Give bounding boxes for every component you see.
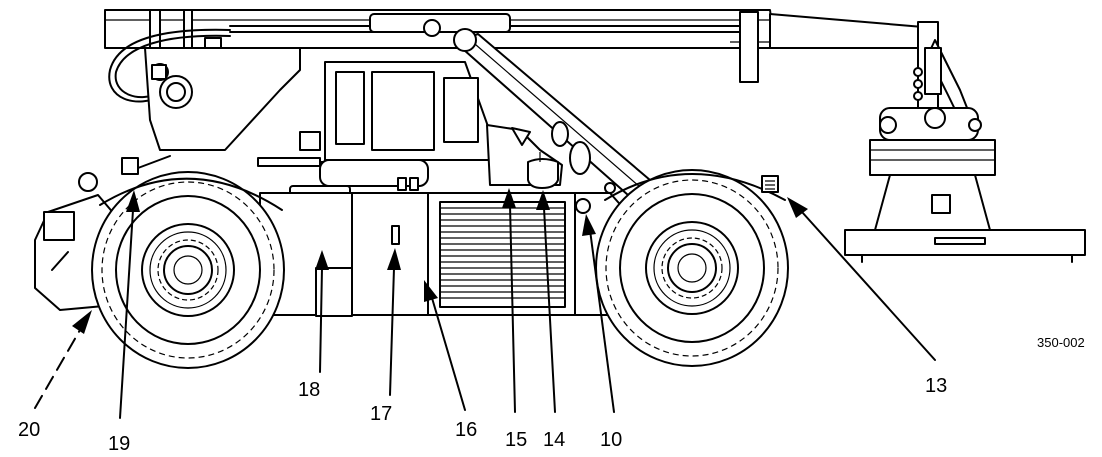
- leader-lines: [34, 188, 936, 419]
- leader-15: [509, 204, 516, 413]
- mirror-unit: [527, 158, 559, 189]
- callout-13: 13: [925, 375, 947, 397]
- arrowhead-13: [787, 197, 808, 218]
- boom: [104, 9, 936, 103]
- leader-10: [589, 229, 615, 413]
- callout-18: 18: [298, 379, 320, 401]
- figure-id: 350-002: [1037, 335, 1085, 350]
- callout-10: 10: [600, 429, 622, 451]
- callout-20: 20: [18, 419, 40, 441]
- arrowhead-10: [582, 214, 596, 236]
- small-box-panel: [299, 131, 321, 151]
- arrowhead-16: [424, 280, 438, 302]
- arrowhead-19: [126, 190, 140, 212]
- arrowhead-17: [387, 248, 401, 270]
- rear-wheel: [91, 171, 285, 369]
- callout-19: 19: [108, 433, 130, 455]
- operator-cab: [257, 61, 501, 167]
- arrowhead-15: [502, 188, 516, 208]
- leader-19: [119, 209, 134, 419]
- callout-15: 15: [505, 429, 527, 451]
- cab-step-grating: [257, 157, 321, 167]
- light-box: [761, 175, 779, 193]
- arrowhead-14: [536, 190, 550, 210]
- leader-17: [389, 267, 395, 396]
- chassis: [259, 159, 626, 317]
- spreader-head: [844, 21, 1086, 263]
- leader-18: [319, 267, 323, 373]
- decal-plate: [391, 225, 400, 245]
- leader-16: [431, 297, 466, 411]
- front-wheel: [595, 169, 789, 367]
- arrowhead-20: [72, 310, 92, 334]
- callout-labels: 20 19 18 17 16 15 14 10 13 350-002: [18, 335, 1085, 455]
- callout-16: 16: [455, 419, 477, 441]
- leader-20: [34, 329, 81, 409]
- callout-14: 14: [543, 429, 565, 451]
- arrowhead-18: [315, 250, 329, 270]
- boom-pivot: [144, 47, 321, 151]
- callout-17: 17: [370, 403, 392, 425]
- fill-cap: [575, 198, 591, 214]
- grille-slats: [440, 207, 565, 299]
- leader-13: [801, 211, 936, 361]
- controls-area: [486, 121, 616, 194]
- leader-14: [543, 207, 556, 413]
